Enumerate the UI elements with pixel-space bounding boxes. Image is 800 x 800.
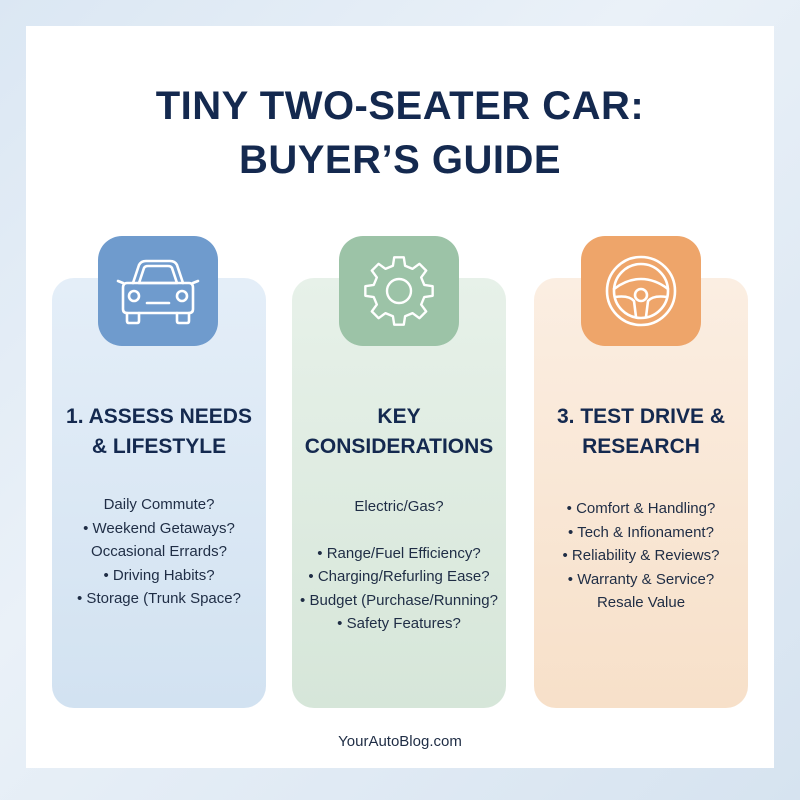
list-item: Electric/Gas? (354, 498, 444, 515)
list-item: Resale Value (596, 594, 686, 611)
list-item: • Tech & Infionament? (568, 523, 714, 541)
list-item: • Range/Fuel Efficiency? (317, 544, 481, 562)
card-test-drive (534, 278, 748, 708)
card-title-test-drive: 3. TEST DRIVE & RESEARCH (556, 405, 726, 458)
gear-icon (364, 256, 434, 326)
steering-wheel-icon-tile (581, 236, 701, 346)
list-item: Daily Commute? (103, 496, 215, 513)
list-item: • Safety Features? (337, 615, 461, 632)
car-icon-tile (98, 236, 218, 346)
list-key-considerations: Electric/Gas? • Range/Fuel Efficiency? •… (284, 495, 514, 636)
car-icon (116, 259, 200, 325)
card-title-key-considerations: KEY CONSIDERATIONS (304, 405, 494, 458)
list-item: • Reliability & Reviews? (562, 547, 720, 564)
list-item: • Charging/Refurling Ease? (308, 568, 490, 585)
card-assess-needs (52, 278, 266, 708)
card-key-considerations (292, 278, 506, 708)
list-item: • Comfort & Handling? (566, 500, 716, 517)
list-item: • Storage (Trunk Space? (77, 590, 241, 607)
gear-icon-tile (339, 236, 459, 346)
steering-wheel-icon (605, 255, 677, 327)
list-item: • Driving Habits? (103, 566, 215, 584)
page-title-line-2: BUYER’S GUIDE (238, 138, 562, 182)
list-item: • Weekend Getaways? (83, 519, 235, 537)
list-item: • Budget (Purchase/Running? (300, 591, 498, 609)
list-item: Occasional Errards? (91, 543, 227, 560)
list-test-drive: • Comfort & Handling? • Tech & Infioname… (526, 497, 756, 615)
footer-site-name[interactable]: YourAutoBlog.com (338, 733, 462, 750)
card-title-assess-needs: 1. ASSESS NEEDS & LIFESTYLE (66, 405, 252, 458)
list-assess-needs: Daily Commute? • Weekend Getaways? Occas… (44, 493, 274, 611)
page-title-line-1: TINY TWO-SEATER CAR: (155, 84, 645, 128)
list-item: • Warranty & Service? (567, 570, 715, 588)
